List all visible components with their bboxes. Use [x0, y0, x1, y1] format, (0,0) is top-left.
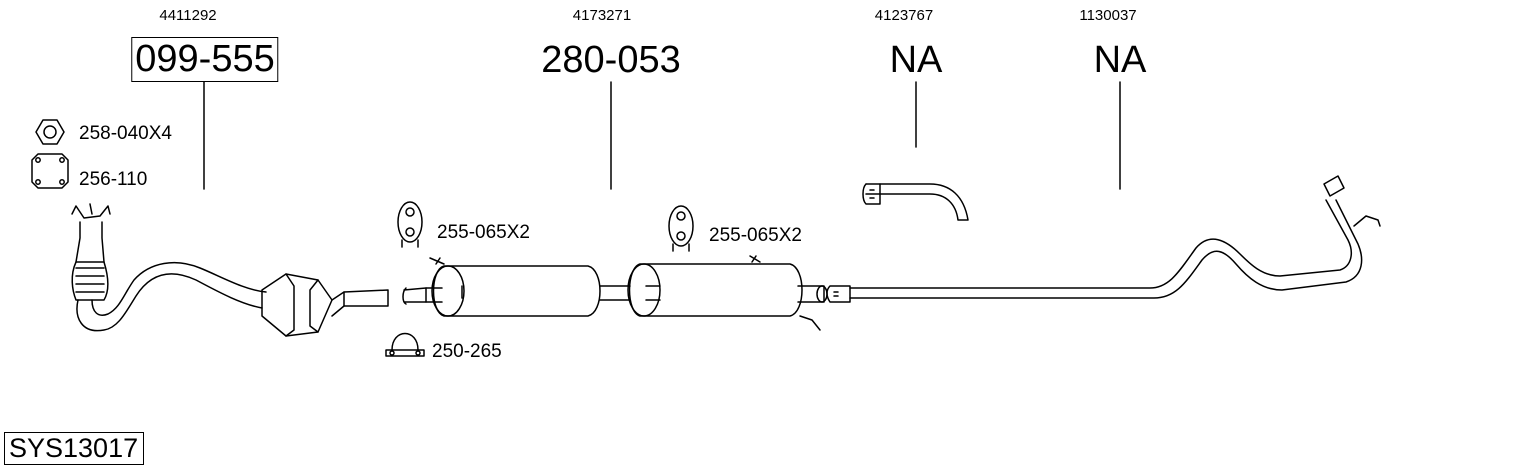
system-code: SYS13017	[4, 432, 145, 465]
accessory-label[interactable]: 258-040X4	[79, 123, 172, 144]
rubber-hanger-icon	[668, 205, 694, 252]
front-pipe-part	[862, 183, 969, 221]
hex-nut-icon	[35, 119, 65, 145]
part-number-label[interactable]: 280-053	[541, 39, 681, 81]
part-number-label[interactable]: 099-555	[131, 37, 279, 82]
middle-silencer-part	[402, 255, 828, 331]
accessory-label[interactable]: 256-110	[79, 169, 148, 190]
accessory-label[interactable]: 250-265	[432, 341, 502, 362]
part-number-label[interactable]: NA	[889, 39, 943, 81]
tail-pipe-part	[826, 175, 1381, 303]
oe-number: 4173271	[572, 7, 632, 24]
pipe-clamp-icon	[385, 332, 425, 357]
flange-gasket-icon	[31, 153, 69, 189]
catalytic-converter-part	[71, 203, 389, 337]
accessory-label[interactable]: 255-065X2	[437, 222, 530, 243]
accessory-label[interactable]: 255-065X2	[709, 225, 802, 246]
oe-number: 1130037	[1079, 7, 1137, 24]
oe-number: 4123767	[874, 7, 934, 24]
part-number-label[interactable]: NA	[1093, 39, 1147, 81]
rubber-hanger-icon	[397, 201, 423, 248]
oe-number: 4411292	[159, 7, 217, 24]
